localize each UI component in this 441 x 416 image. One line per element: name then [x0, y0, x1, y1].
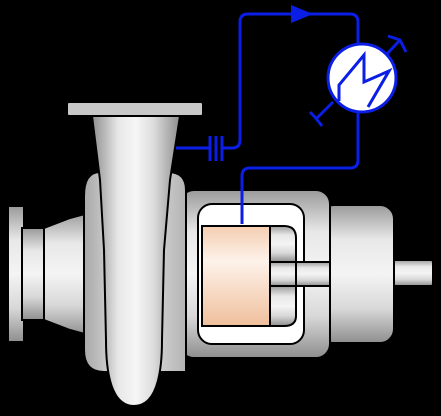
flow-arrow-icon [291, 5, 313, 23]
shaft-coupling [295, 261, 331, 287]
bearing-cover [319, 204, 395, 344]
inlet-collar [21, 227, 45, 321]
coolant-inlet-cap [308, 110, 324, 127]
supply-line [222, 12, 360, 150]
inlet-side [7, 205, 93, 343]
shaft-end [392, 259, 434, 287]
pump-casing [66, 101, 204, 408]
rotor-shoulder-top [269, 225, 297, 263]
return-line [240, 112, 360, 224]
cooling-loop [176, 5, 408, 224]
coolant-inlet-stub [315, 100, 335, 120]
rotor-window [197, 203, 331, 345]
check-valve-icon [208, 136, 224, 161]
motor-rotor [201, 225, 271, 327]
discharge-flange [66, 101, 204, 117]
discharge-nozzle [90, 115, 182, 408]
rotor-shoulder-bottom [269, 285, 297, 327]
heat-exchanger-icon [308, 34, 408, 127]
coolant-outlet-stub [384, 38, 402, 57]
heat-exchanger-shell [326, 42, 398, 114]
heat-exchanger-coil [337, 50, 393, 108]
coolant-outlet-arrow [387, 34, 408, 53]
shaft-stub [392, 259, 434, 287]
